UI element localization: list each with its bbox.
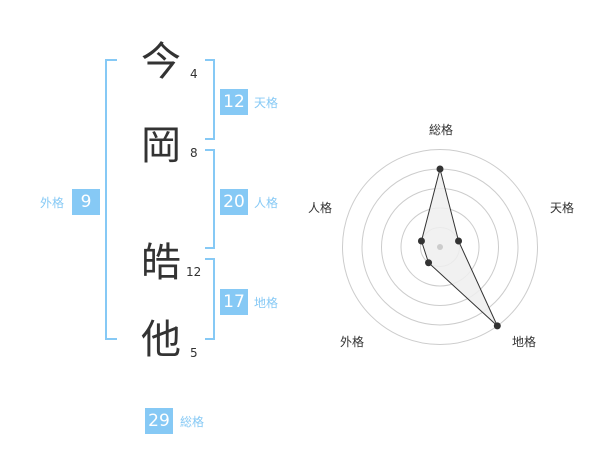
- gaikaku-bracket: [105, 59, 117, 340]
- radar-point-0: [436, 165, 444, 173]
- radar-chart: [342, 149, 538, 345]
- radar-center-dot: [437, 244, 443, 250]
- name-char-4: 他: [141, 317, 181, 363]
- gaikaku-value: 9: [72, 189, 100, 215]
- jinkaku-bracket: [205, 149, 215, 249]
- stroke-count-2: 8: [190, 146, 198, 160]
- gaikaku-label: 外格: [40, 196, 65, 210]
- tenkaku-bracket: [205, 59, 215, 140]
- radar-point-3: [425, 259, 433, 267]
- chikaku-bracket: [205, 258, 215, 340]
- jinkaku-label: 人格: [254, 196, 279, 210]
- radar-axis-label-chikaku: 地格: [512, 335, 537, 349]
- radar-polygon: [420, 168, 498, 327]
- radar-axis-label-soukaku: 総格: [429, 123, 454, 137]
- soukaku-label: 総格: [180, 415, 205, 429]
- stroke-count-4: 5: [190, 346, 198, 360]
- stroke-count-1: 4: [190, 67, 198, 81]
- tenkaku-value: 12: [220, 89, 248, 115]
- radar-axis-label-jinkaku: 人格: [308, 201, 333, 215]
- soukaku-value: 29: [145, 408, 173, 434]
- radar-ring-5: [342, 149, 538, 345]
- radar-point-2: [493, 322, 501, 330]
- chikaku-value: 17: [220, 289, 248, 315]
- radar-point-1: [455, 237, 463, 245]
- radar-axis-label-tenkaku: 天格: [550, 201, 575, 215]
- jinkaku-value: 20: [220, 189, 248, 215]
- tenkaku-label: 天格: [254, 96, 279, 110]
- chikaku-label: 地格: [254, 296, 279, 310]
- radar-point-4: [417, 237, 425, 245]
- name-char-3: 皓: [141, 240, 181, 286]
- stroke-count-3: 12: [186, 265, 202, 279]
- name-char-2: 岡: [141, 123, 181, 169]
- radar-axis-label-gaikaku: 外格: [340, 335, 365, 349]
- name-char-1: 今: [141, 39, 181, 85]
